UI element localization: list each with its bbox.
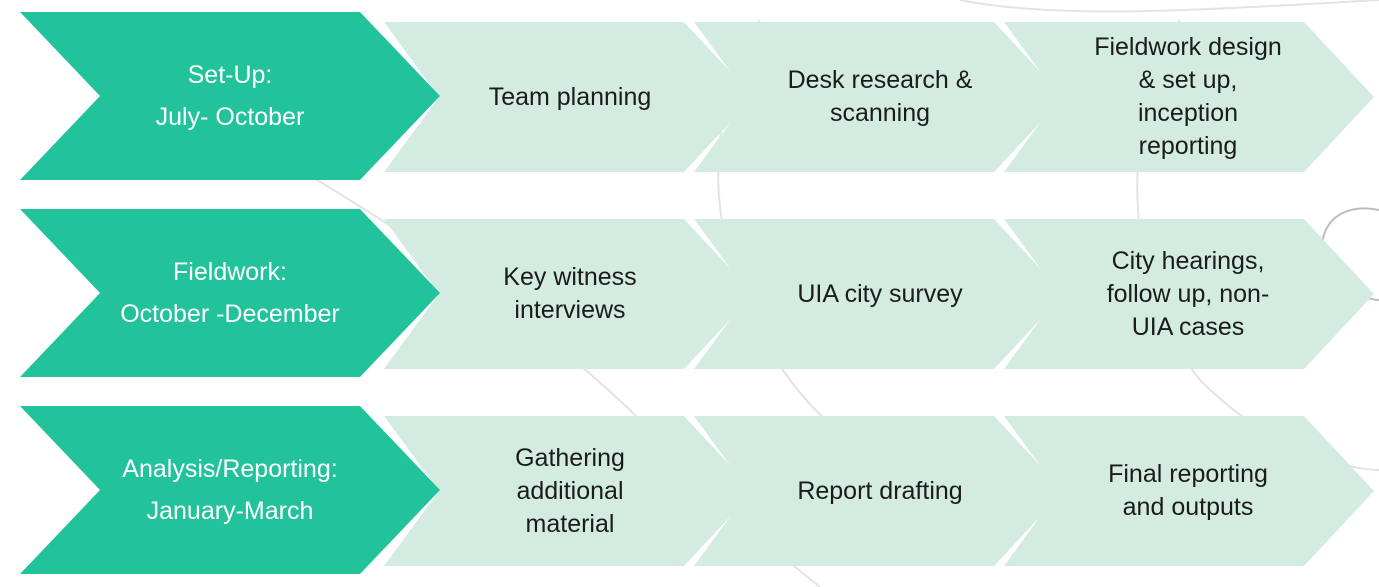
step-label: City hearings, follow up, non- UIA cases [1106,246,1270,341]
phase-period: January-March [146,497,314,525]
phase-row-analysis-reporting: Analysis/Reporting: January-March Gather… [0,406,1379,578]
phase-period: October -December [120,300,340,328]
phase-row-fieldwork: Fieldwork: October -December Key witness… [0,209,1379,381]
step-label: Report drafting [797,476,963,505]
step-arrow [694,219,1064,369]
step-arrow [384,416,754,566]
step-label: UIA city survey [797,279,963,308]
phase-row-setup: Set-Up: July- October Team planning Desk… [0,12,1379,184]
step-arrow [384,22,754,172]
phase-title: Analysis/Reporting: [122,455,338,483]
phase-period: July- October [155,103,305,131]
phase-arrow: Fieldwork: October -December [20,209,440,377]
phase-title: Set-Up: [187,61,273,89]
step-arrow [1004,22,1374,172]
phase-arrow: Analysis/Reporting: January-March [20,406,440,574]
step-arrow [694,22,1064,172]
step-label: Team planning [488,82,652,111]
phase-title: Fieldwork: [173,258,287,286]
step-arrow [694,416,1064,566]
step-arrow [1004,219,1374,369]
step-arrow [1004,416,1374,566]
step-label: Desk research & scanning [787,66,973,127]
step-label: Fieldwork design & set up, inception rep… [1094,33,1282,160]
step-label: Final reporting and outputs [1108,460,1268,521]
step-label: Gathering additional material [515,443,625,538]
phase-arrow: Set-Up: July- October [20,12,440,180]
step-arrow [384,219,754,369]
step-label: Key witness interviews [503,263,637,324]
